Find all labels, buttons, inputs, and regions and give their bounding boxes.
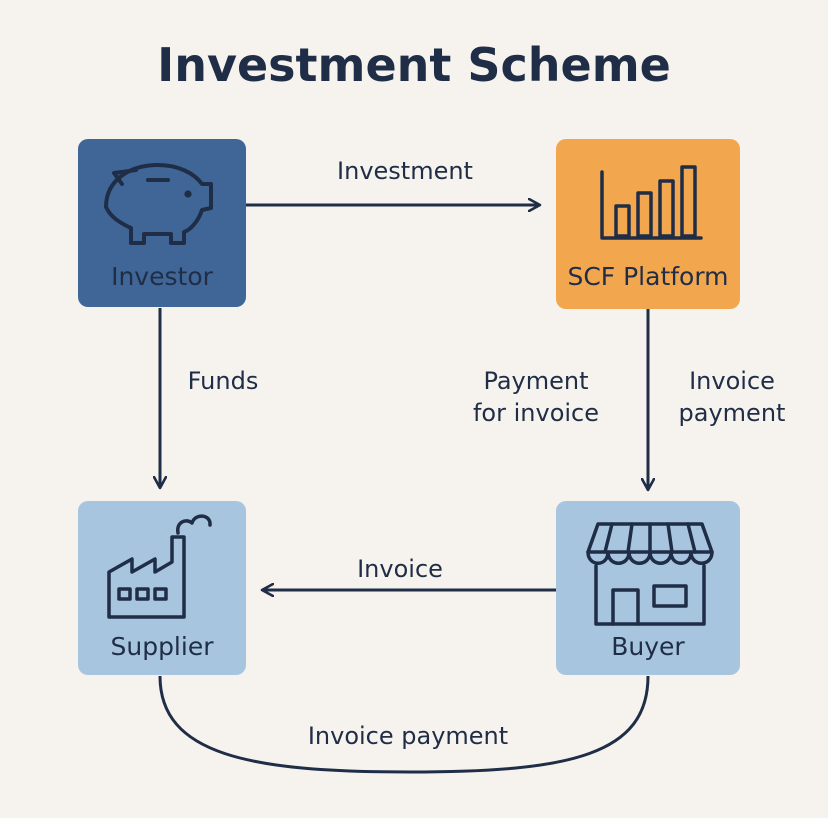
invoice-edge-label: Invoice: [357, 555, 443, 583]
investment-edge-label: Investment: [337, 157, 473, 185]
curve-invoice-payment: [158, 675, 650, 774]
buyer-label: Buyer: [611, 632, 685, 661]
payment-for-invoice-line1: Payment: [483, 367, 589, 395]
storefront-icon: [586, 522, 714, 626]
funds-edge-label: Funds: [187, 367, 259, 395]
bottom-invoice-payment-label: Invoice payment: [307, 722, 509, 750]
payment-for-invoice-line2: for invoice: [472, 399, 600, 427]
diagram-title: Investment Scheme: [157, 38, 671, 92]
invoice-payment-right-line1: Invoice: [689, 367, 775, 395]
supplier-label: Supplier: [110, 632, 214, 661]
bar-chart-icon: [600, 165, 703, 240]
investor-label: Investor: [111, 262, 213, 291]
invoice-payment-right-line2: payment: [678, 399, 786, 427]
factory-icon: [107, 514, 212, 619]
piggy-bank-icon: [104, 163, 213, 245]
scf-platform-label: SCF Platform: [567, 262, 729, 291]
